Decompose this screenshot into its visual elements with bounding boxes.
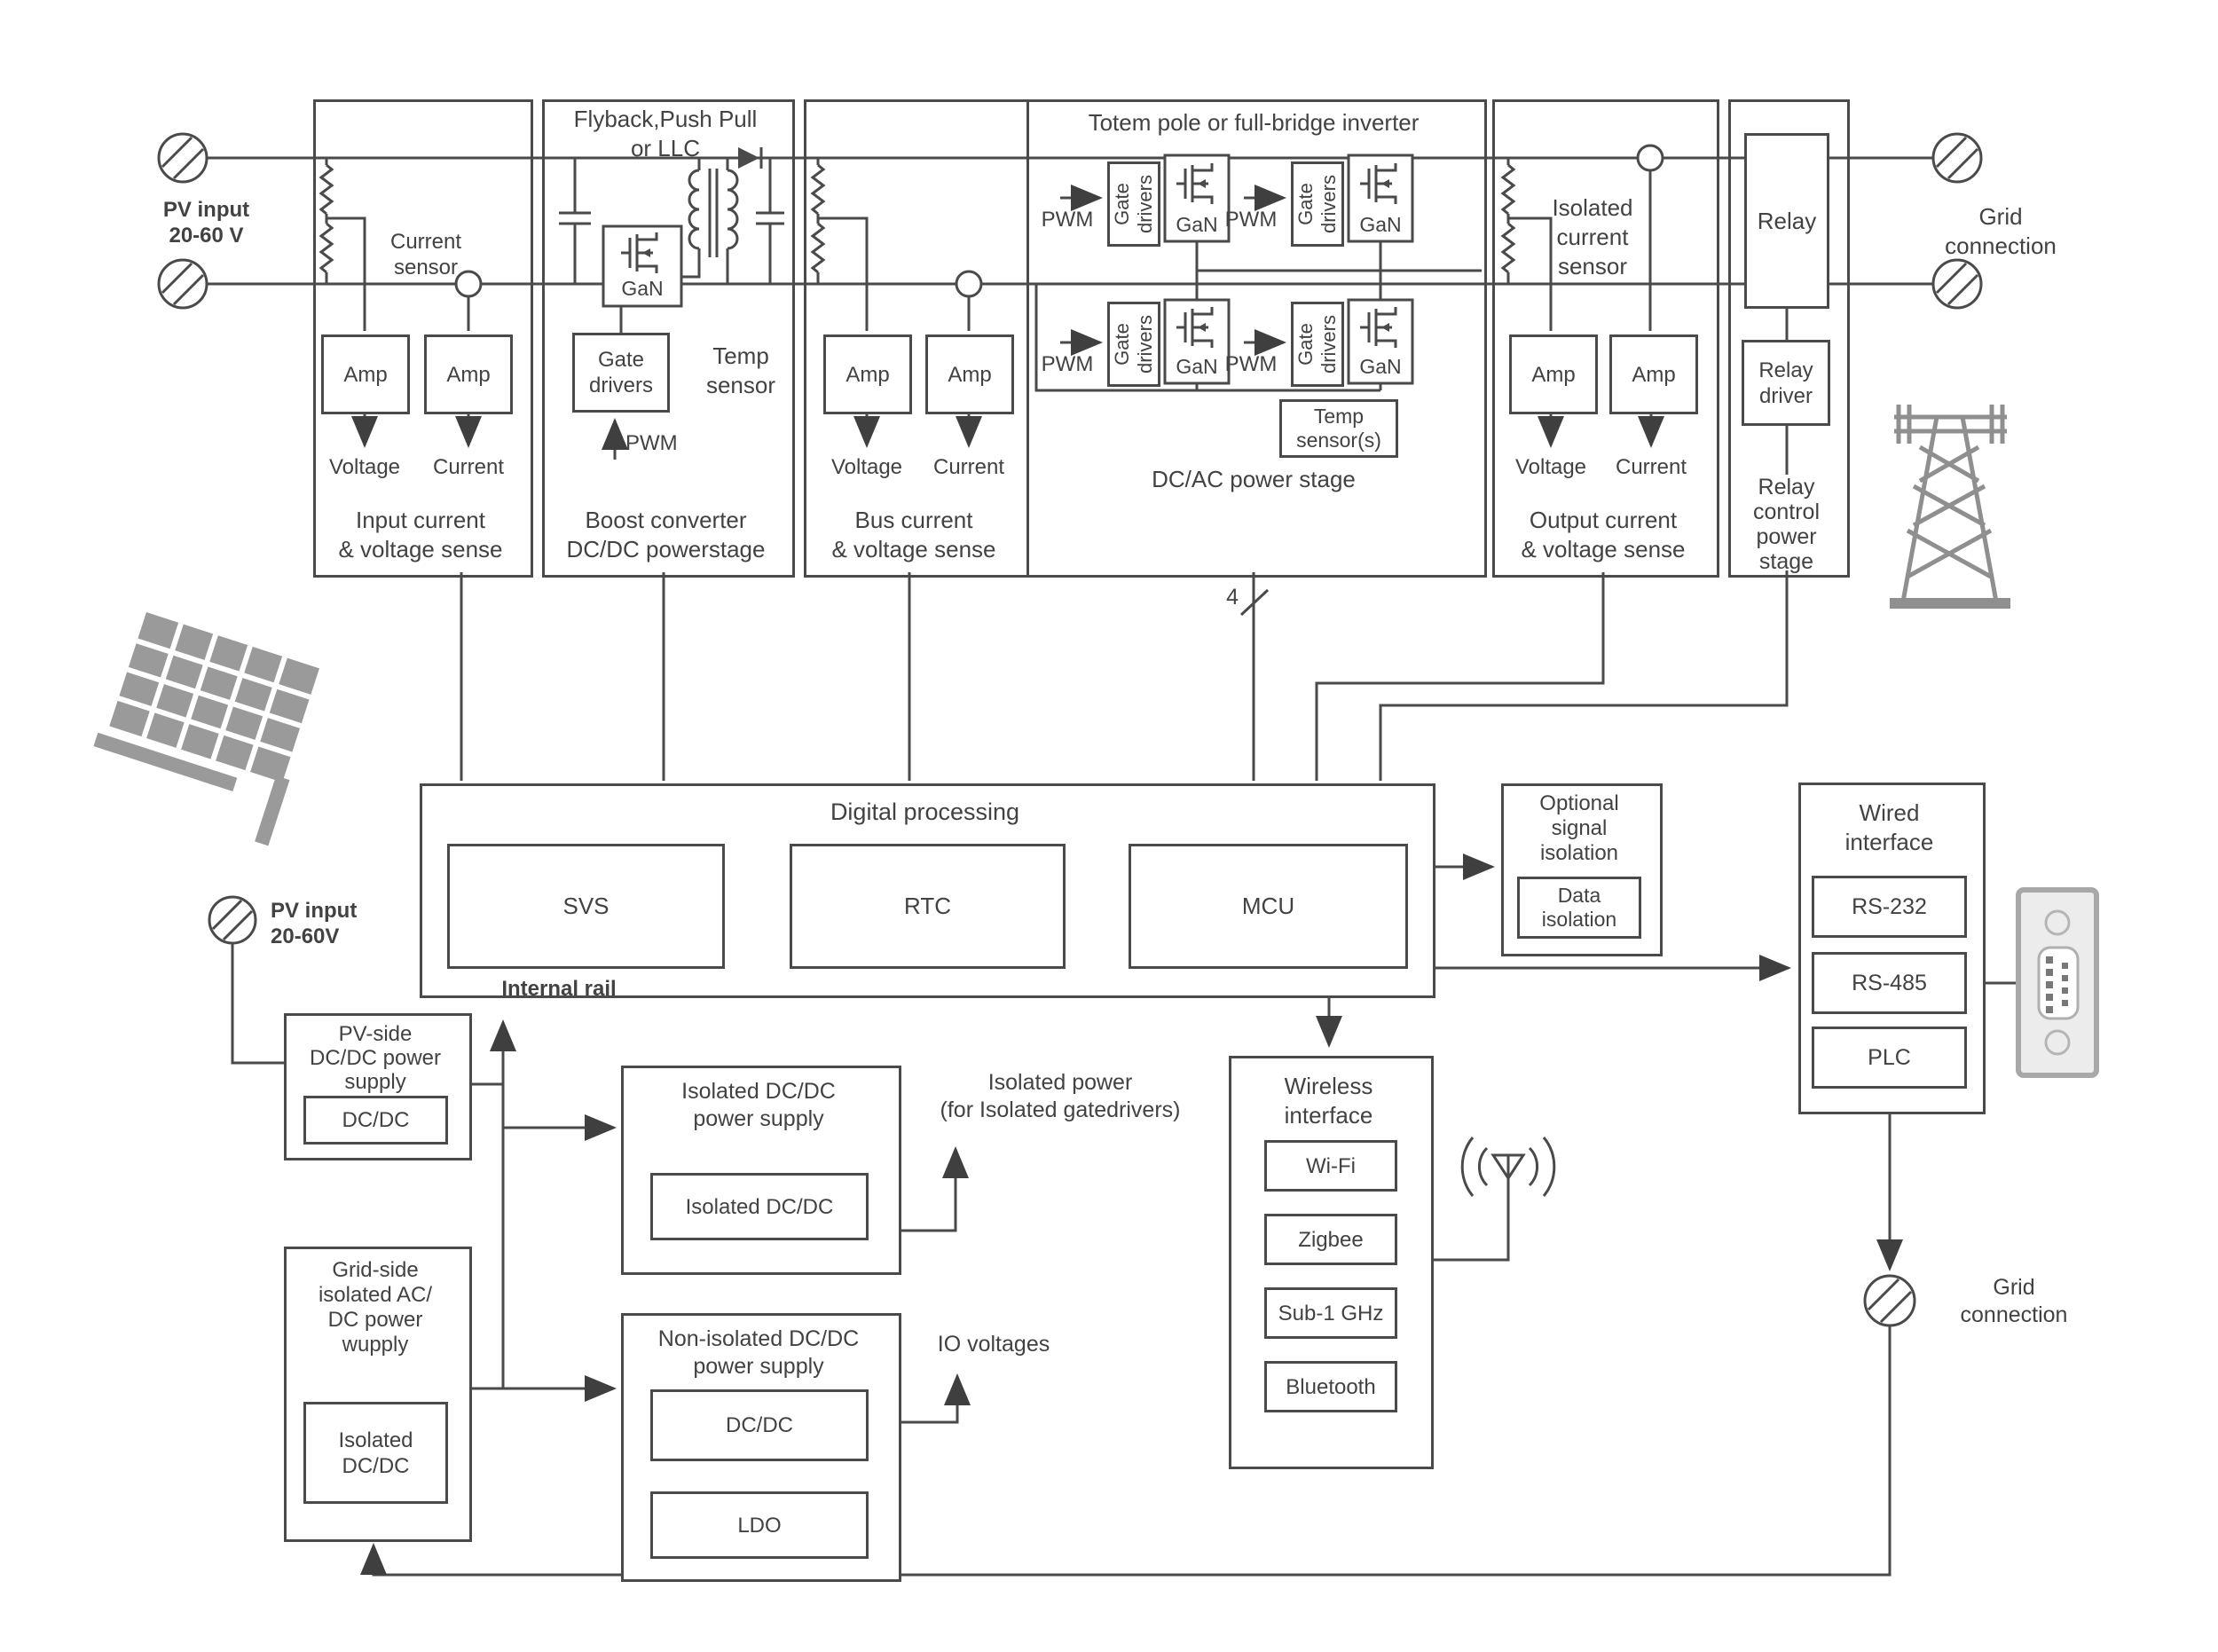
block-title: Relay control power stage bbox=[1752, 475, 1821, 574]
bluetooth-box: Bluetooth bbox=[1264, 1361, 1397, 1412]
amp-box: Amp bbox=[424, 334, 513, 414]
pwm-label: PWM bbox=[1224, 352, 1278, 376]
pwm-label: PWM bbox=[625, 431, 678, 455]
relay-box: Relay bbox=[1744, 133, 1829, 309]
temp-sensor-label: Temp sensor bbox=[705, 342, 776, 398]
ldo-box: LDO bbox=[650, 1491, 869, 1559]
current-sensor-label: Current sensor bbox=[389, 230, 462, 279]
gate-drivers-box: Gate drivers bbox=[572, 333, 670, 413]
data-isolation-box: Data isolation bbox=[1517, 877, 1641, 939]
pv-terminal-bottom-icon bbox=[157, 258, 208, 310]
isolated-current-sensor-label: Isolated current sensor bbox=[1552, 194, 1633, 279]
amp-box: Amp bbox=[1609, 334, 1698, 414]
digital-processing-title: Digital processing bbox=[830, 798, 1020, 825]
zigbee-box: Zigbee bbox=[1264, 1214, 1397, 1265]
wired-interface-title: Wired interface bbox=[1844, 799, 1934, 855]
gate-drivers-box: Gate drivers bbox=[1291, 161, 1344, 247]
sub1ghz-box: Sub-1 GHz bbox=[1264, 1287, 1397, 1339]
gate-drivers-box: Gate drivers bbox=[1107, 161, 1160, 247]
current-sensor-icon bbox=[454, 144, 1664, 298]
inverter-top-title: Totem pole or full-bridge inverter bbox=[1088, 109, 1420, 136]
transmission-tower-icon bbox=[1890, 405, 2010, 609]
pv-input-top-label: PV input 20-60 V bbox=[162, 198, 250, 248]
rtc-box: RTC bbox=[790, 844, 1066, 969]
current-label: Current bbox=[1615, 455, 1687, 479]
gan-label: GaN bbox=[1176, 355, 1218, 378]
block-title: Input current & voltage sense bbox=[338, 507, 503, 562]
optional-isolation-title: Optional signal isolation bbox=[1539, 791, 1619, 865]
voltage-label: Voltage bbox=[830, 455, 903, 479]
svs-box: SVS bbox=[447, 844, 725, 969]
non-isolated-supply-title: Non-isolated DC/DC power supply bbox=[657, 1326, 860, 1379]
gan-label: GaN bbox=[621, 277, 664, 300]
gan-label: GaN bbox=[1359, 213, 1402, 236]
isolated-supply-title: Isolated DC/DC power supply bbox=[681, 1079, 836, 1131]
gate-drivers-box: Gate drivers bbox=[1107, 302, 1160, 387]
block-title: Boost converter DC/DC powerstage bbox=[566, 507, 766, 562]
grid-connection-terminal-icon bbox=[1863, 1274, 1916, 1327]
block-output-sense bbox=[1492, 99, 1719, 578]
amp-box: Amp bbox=[823, 334, 912, 414]
internal-rail-label: Internal rail bbox=[501, 977, 617, 1001]
boost-top-title: Flyback,Push Pull or LLC bbox=[573, 106, 758, 161]
db9-connector-icon bbox=[2016, 887, 2099, 1078]
pwm-label: PWM bbox=[1224, 208, 1278, 232]
voltage-label: Voltage bbox=[328, 455, 401, 479]
antenna-icon bbox=[1460, 1137, 1556, 1210]
grid-connection-top-label: Grid connection bbox=[1945, 203, 2057, 259]
gate-drivers-box: Gate drivers bbox=[1291, 302, 1344, 387]
solar-panel-icon bbox=[93, 612, 319, 846]
pv-side-supply-title: PV-side DC/DC power supply bbox=[309, 1022, 442, 1094]
pv-terminal-top-icon bbox=[157, 132, 208, 184]
current-label: Current bbox=[432, 455, 505, 479]
grid-terminal-top-icon bbox=[1931, 132, 1983, 184]
amp-box: Amp bbox=[321, 334, 410, 414]
block-boost-converter bbox=[542, 99, 795, 578]
block-dcac-power-stage bbox=[1026, 99, 1487, 578]
pv-side-dcdc-box: DC/DC bbox=[303, 1096, 448, 1145]
pwm-label: PWM bbox=[1041, 352, 1094, 376]
wireless-interface-title: Wireless interface bbox=[1284, 1073, 1373, 1129]
wifi-box: Wi-Fi bbox=[1264, 1140, 1397, 1192]
isolated-dcdc-box: Isolated DC/DC bbox=[650, 1173, 869, 1240]
rs485-box: RS-485 bbox=[1812, 952, 1967, 1014]
grid-connection-bottom-label: Grid connection bbox=[1960, 1275, 2068, 1327]
pv-input-terminal-icon bbox=[208, 895, 257, 945]
rs232-box: RS-232 bbox=[1812, 876, 1967, 938]
grid-terminal-bottom-icon bbox=[1931, 258, 1983, 310]
block-title: Output current & voltage sense bbox=[1521, 507, 1686, 562]
amp-box: Amp bbox=[1509, 334, 1598, 414]
voltage-label: Voltage bbox=[1514, 455, 1587, 479]
gan-fet-icon bbox=[602, 153, 1414, 385]
mcu-box: MCU bbox=[1129, 844, 1408, 969]
bus-width-label: 4 bbox=[1226, 585, 1239, 610]
current-label: Current bbox=[932, 455, 1005, 479]
block-input-sense bbox=[313, 99, 533, 578]
pv-input-bottom-label: PV input 20-60V bbox=[271, 899, 358, 948]
temp-sensors-box: Temp sensor(s) bbox=[1279, 399, 1398, 458]
plc-box: PLC bbox=[1812, 1027, 1967, 1089]
block-relay-stage bbox=[1728, 99, 1850, 578]
gate-drivers-vertical-label: Gate drivers bbox=[1294, 175, 1340, 234]
gate-drivers-vertical-label: Gate drivers bbox=[1111, 315, 1156, 374]
grid-side-isolated-dcdc-box: Isolated DC/DC bbox=[303, 1402, 448, 1504]
isolated-power-note: Isolated power (for Isolated gatedrivers… bbox=[940, 1070, 1181, 1122]
io-voltages-label: IO voltages bbox=[937, 1332, 1050, 1357]
relay-driver-box: Relay driver bbox=[1742, 340, 1830, 426]
amp-box: Amp bbox=[925, 334, 1014, 414]
grid-side-supply-title: Grid-side isolated AC/ DC power wupply bbox=[318, 1258, 433, 1357]
gate-drivers-vertical-label: Gate drivers bbox=[1111, 175, 1156, 234]
gan-label: GaN bbox=[1359, 355, 1402, 378]
non-isolated-dcdc-box: DC/DC bbox=[650, 1389, 869, 1461]
block-title: Bus current & voltage sense bbox=[831, 507, 996, 562]
block-title: DC/AC power stage bbox=[1152, 466, 1356, 492]
pwm-label: PWM bbox=[1041, 208, 1094, 232]
gan-label: GaN bbox=[1176, 213, 1218, 236]
gate-drivers-vertical-label: Gate drivers bbox=[1294, 315, 1340, 374]
